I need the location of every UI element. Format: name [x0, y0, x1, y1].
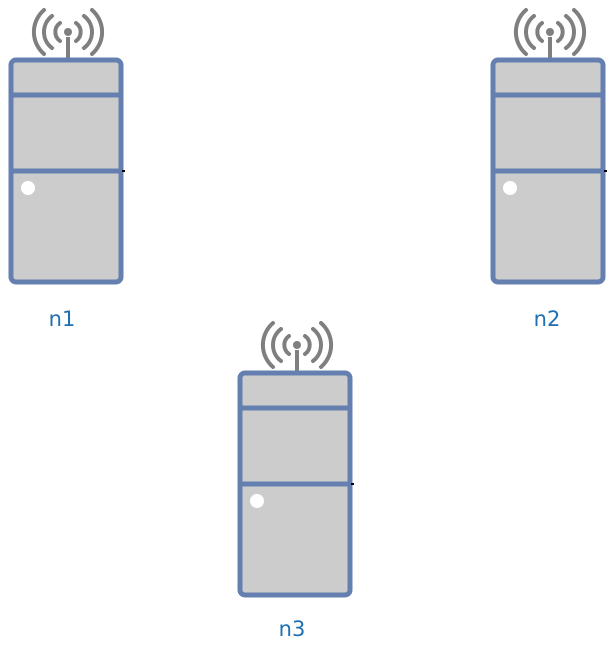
- server-tower-with-antenna-icon: [490, 8, 607, 285]
- signal-wave: [82, 14, 94, 50]
- node-label-n2: n2: [533, 307, 561, 331]
- node-label-n1: n1: [48, 307, 76, 331]
- signal-wave: [90, 8, 105, 56]
- signal-wave: [260, 321, 275, 369]
- signal-wave: [556, 21, 565, 43]
- signal-wave: [53, 21, 62, 43]
- signal-wave: [311, 327, 323, 363]
- signal-wave: [74, 21, 83, 43]
- node-n1: n1: [8, 8, 128, 331]
- signal-wave: [513, 8, 528, 56]
- antenna-tip: [293, 341, 301, 349]
- signal-wave: [31, 8, 46, 56]
- server-tower-with-antenna-icon: [8, 8, 125, 285]
- power-indicator: [250, 494, 264, 508]
- antenna-tip: [546, 28, 554, 36]
- power-indicator: [503, 181, 517, 195]
- node-n3: n3: [237, 321, 357, 641]
- power-indicator: [21, 181, 35, 195]
- node-label-n3: n3: [278, 617, 306, 641]
- signal-wave: [535, 21, 544, 43]
- signal-wave: [303, 334, 312, 356]
- signal-wave: [572, 8, 587, 56]
- server-tower-with-antenna-icon: [237, 321, 354, 598]
- node-n2: n2: [490, 8, 610, 331]
- signal-wave: [282, 334, 291, 356]
- antenna-tip: [64, 28, 72, 36]
- signal-wave: [319, 321, 334, 369]
- signal-wave: [564, 14, 576, 50]
